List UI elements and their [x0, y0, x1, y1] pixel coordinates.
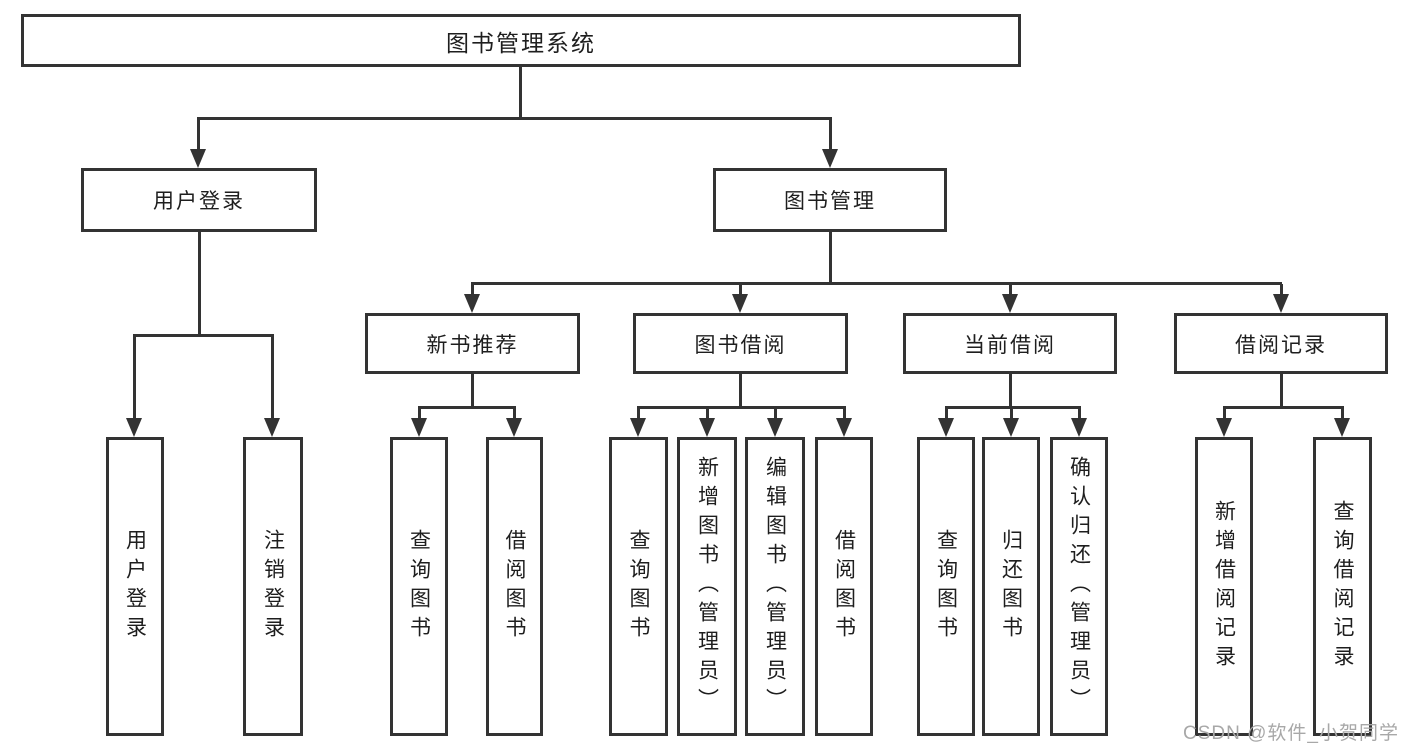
connector-line: [1078, 408, 1081, 419]
connector-line: [471, 284, 474, 295]
arrowhead-icon: [506, 418, 522, 437]
arrowhead-icon: [630, 418, 646, 437]
connector-line: [774, 408, 777, 419]
node-user-login: 用户登录: [81, 168, 317, 232]
node-current-borrow: 当前借阅: [903, 313, 1117, 374]
node-book-borrow: 图书借阅: [633, 313, 848, 374]
connector-line: [945, 406, 1081, 409]
arrowhead-icon: [1273, 294, 1289, 313]
connector-line: [1280, 374, 1283, 407]
connector-line: [471, 282, 1282, 285]
node-book-management: 图书管理: [713, 168, 947, 232]
arrowhead-icon: [1002, 294, 1018, 313]
node-borrow-records: 借阅记录: [1174, 313, 1388, 374]
connector-line: [637, 406, 846, 409]
arrowhead-icon: [190, 149, 206, 168]
connector-line: [418, 406, 516, 409]
arrowhead-icon: [1216, 418, 1232, 437]
node-leaf-borrow-books-recommend: 借阅图书: [486, 437, 543, 736]
arrowhead-icon: [822, 149, 838, 168]
node-leaf-user-login: 用户登录: [106, 437, 164, 736]
connector-line: [637, 408, 640, 419]
connector-line: [843, 408, 846, 419]
arrowhead-icon: [126, 418, 142, 437]
arrowhead-icon: [411, 418, 427, 437]
node-new-book-recommend: 新书推荐: [365, 313, 580, 374]
arrowhead-icon: [464, 294, 480, 313]
node-leaf-query-books-recommend: 查询图书: [390, 437, 448, 736]
connector-line: [197, 118, 200, 151]
arrowhead-icon: [1071, 418, 1087, 437]
connector-line: [739, 374, 742, 407]
connector-line: [1280, 284, 1283, 295]
arrowhead-icon: [1003, 418, 1019, 437]
arrowhead-icon: [264, 418, 280, 437]
connector-line: [1010, 408, 1013, 419]
connector-line: [471, 374, 474, 407]
connector-line: [706, 408, 709, 419]
connector-line: [1223, 406, 1344, 409]
node-leaf-return-books: 归还图书: [982, 437, 1040, 736]
node-leaf-confirm-return-admin: 确认归还（管理员）: [1050, 437, 1108, 736]
node-leaf-borrow-books: 借阅图书: [815, 437, 873, 736]
connector-line: [829, 118, 832, 151]
connector-line: [945, 408, 948, 419]
connector-line: [133, 334, 274, 337]
arrowhead-icon: [732, 294, 748, 313]
node-library-management-system: 图书管理系统: [21, 14, 1021, 67]
connector-line: [1341, 408, 1344, 419]
connector-line: [739, 284, 742, 295]
arrowhead-icon: [938, 418, 954, 437]
connector-line: [133, 336, 136, 419]
connector-line: [418, 408, 421, 419]
arrowhead-icon: [767, 418, 783, 437]
connector-line: [1009, 284, 1012, 295]
connector-line: [513, 408, 516, 419]
node-leaf-edit-books-admin: 编辑图书（管理员）: [745, 437, 805, 736]
csdn-watermark: CSDN @软件_小贺同学: [1183, 723, 1399, 744]
arrowhead-icon: [699, 418, 715, 437]
connector-line: [198, 232, 201, 335]
connector-line: [1009, 374, 1012, 407]
node-leaf-logout: 注销登录: [243, 437, 303, 736]
arrowhead-icon: [1334, 418, 1350, 437]
node-leaf-query-borrow-record: 查询借阅记录: [1313, 437, 1372, 736]
connector-line: [519, 66, 522, 118]
node-leaf-add-books-admin: 新增图书（管理员）: [677, 437, 737, 736]
node-leaf-add-borrow-record: 新增借阅记录: [1195, 437, 1253, 736]
arrowhead-icon: [836, 418, 852, 437]
node-leaf-query-books-current: 查询图书: [917, 437, 975, 736]
connector-line: [271, 336, 274, 419]
connector-line: [197, 117, 832, 120]
connector-line: [1223, 408, 1226, 419]
node-leaf-query-books-borrow: 查询图书: [609, 437, 668, 736]
connector-line: [829, 232, 832, 283]
